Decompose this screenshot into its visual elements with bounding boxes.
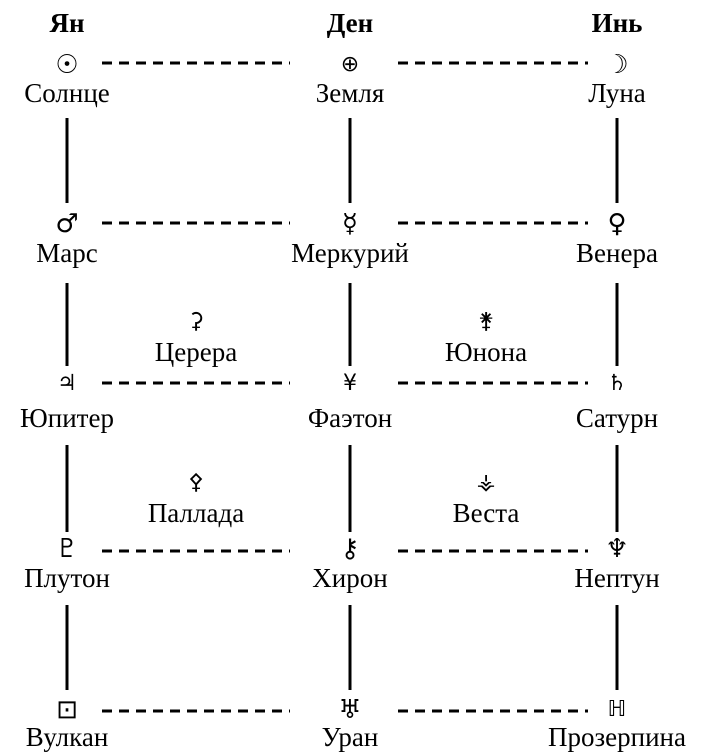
pallas-icon: ⚴	[187, 470, 205, 495]
pluto-icon: ♇	[55, 534, 79, 564]
header-yin: Инь	[591, 8, 643, 38]
label-pluto: Плутон	[24, 563, 110, 593]
sun-icon: ☉	[55, 50, 79, 80]
label-pallas: Паллада	[147, 498, 245, 528]
neptune-icon: ♆	[605, 534, 629, 564]
chiron-icon: ⚷	[340, 534, 360, 564]
moon-icon: ☽	[605, 50, 629, 80]
mercury-icon: ☿	[342, 209, 358, 239]
label-neptune: Нептун	[574, 563, 660, 593]
label-saturn: Сатурн	[575, 403, 659, 433]
label-proserpina: Прозерпина	[548, 722, 686, 752]
label-uranus: Уран	[321, 722, 379, 752]
label-vulcan: Вулкан	[25, 722, 109, 752]
label-earth: Земля	[315, 78, 385, 108]
juno-icon: ⚵	[477, 309, 495, 334]
vulcan-icon: ⊡	[56, 695, 78, 725]
ceres-icon: ⚳	[187, 309, 205, 334]
label-juno: Юнона	[444, 337, 528, 367]
venus-icon: ♀	[607, 209, 627, 239]
label-ceres: Церера	[154, 337, 238, 367]
header-den: Ден	[326, 8, 374, 38]
proserpina-icon: ℍ	[607, 697, 627, 722]
earth-icon: ⊕	[340, 52, 360, 77]
label-mars: Марс	[36, 238, 98, 268]
header-yang: Ян	[49, 8, 85, 38]
label-chiron: Хирон	[312, 563, 388, 593]
saturn-icon: ♄	[607, 371, 627, 396]
label-mercury: Меркурий	[291, 238, 409, 268]
label-phaethon: Фаэтон	[307, 403, 393, 433]
label-sun: Солнце	[24, 78, 110, 108]
jupiter-icon: ♃	[57, 371, 77, 396]
uranus-icon: ♅	[338, 695, 362, 725]
mars-icon: ♂	[55, 209, 79, 239]
label-moon: Луна	[588, 78, 646, 108]
label-jupiter: Юпитер	[20, 403, 114, 433]
label-venus: Венера	[576, 238, 658, 268]
label-vesta: Веста	[452, 498, 520, 528]
phaethon-icon: ¥	[343, 371, 357, 396]
vesta-icon: ⚶	[476, 470, 496, 495]
